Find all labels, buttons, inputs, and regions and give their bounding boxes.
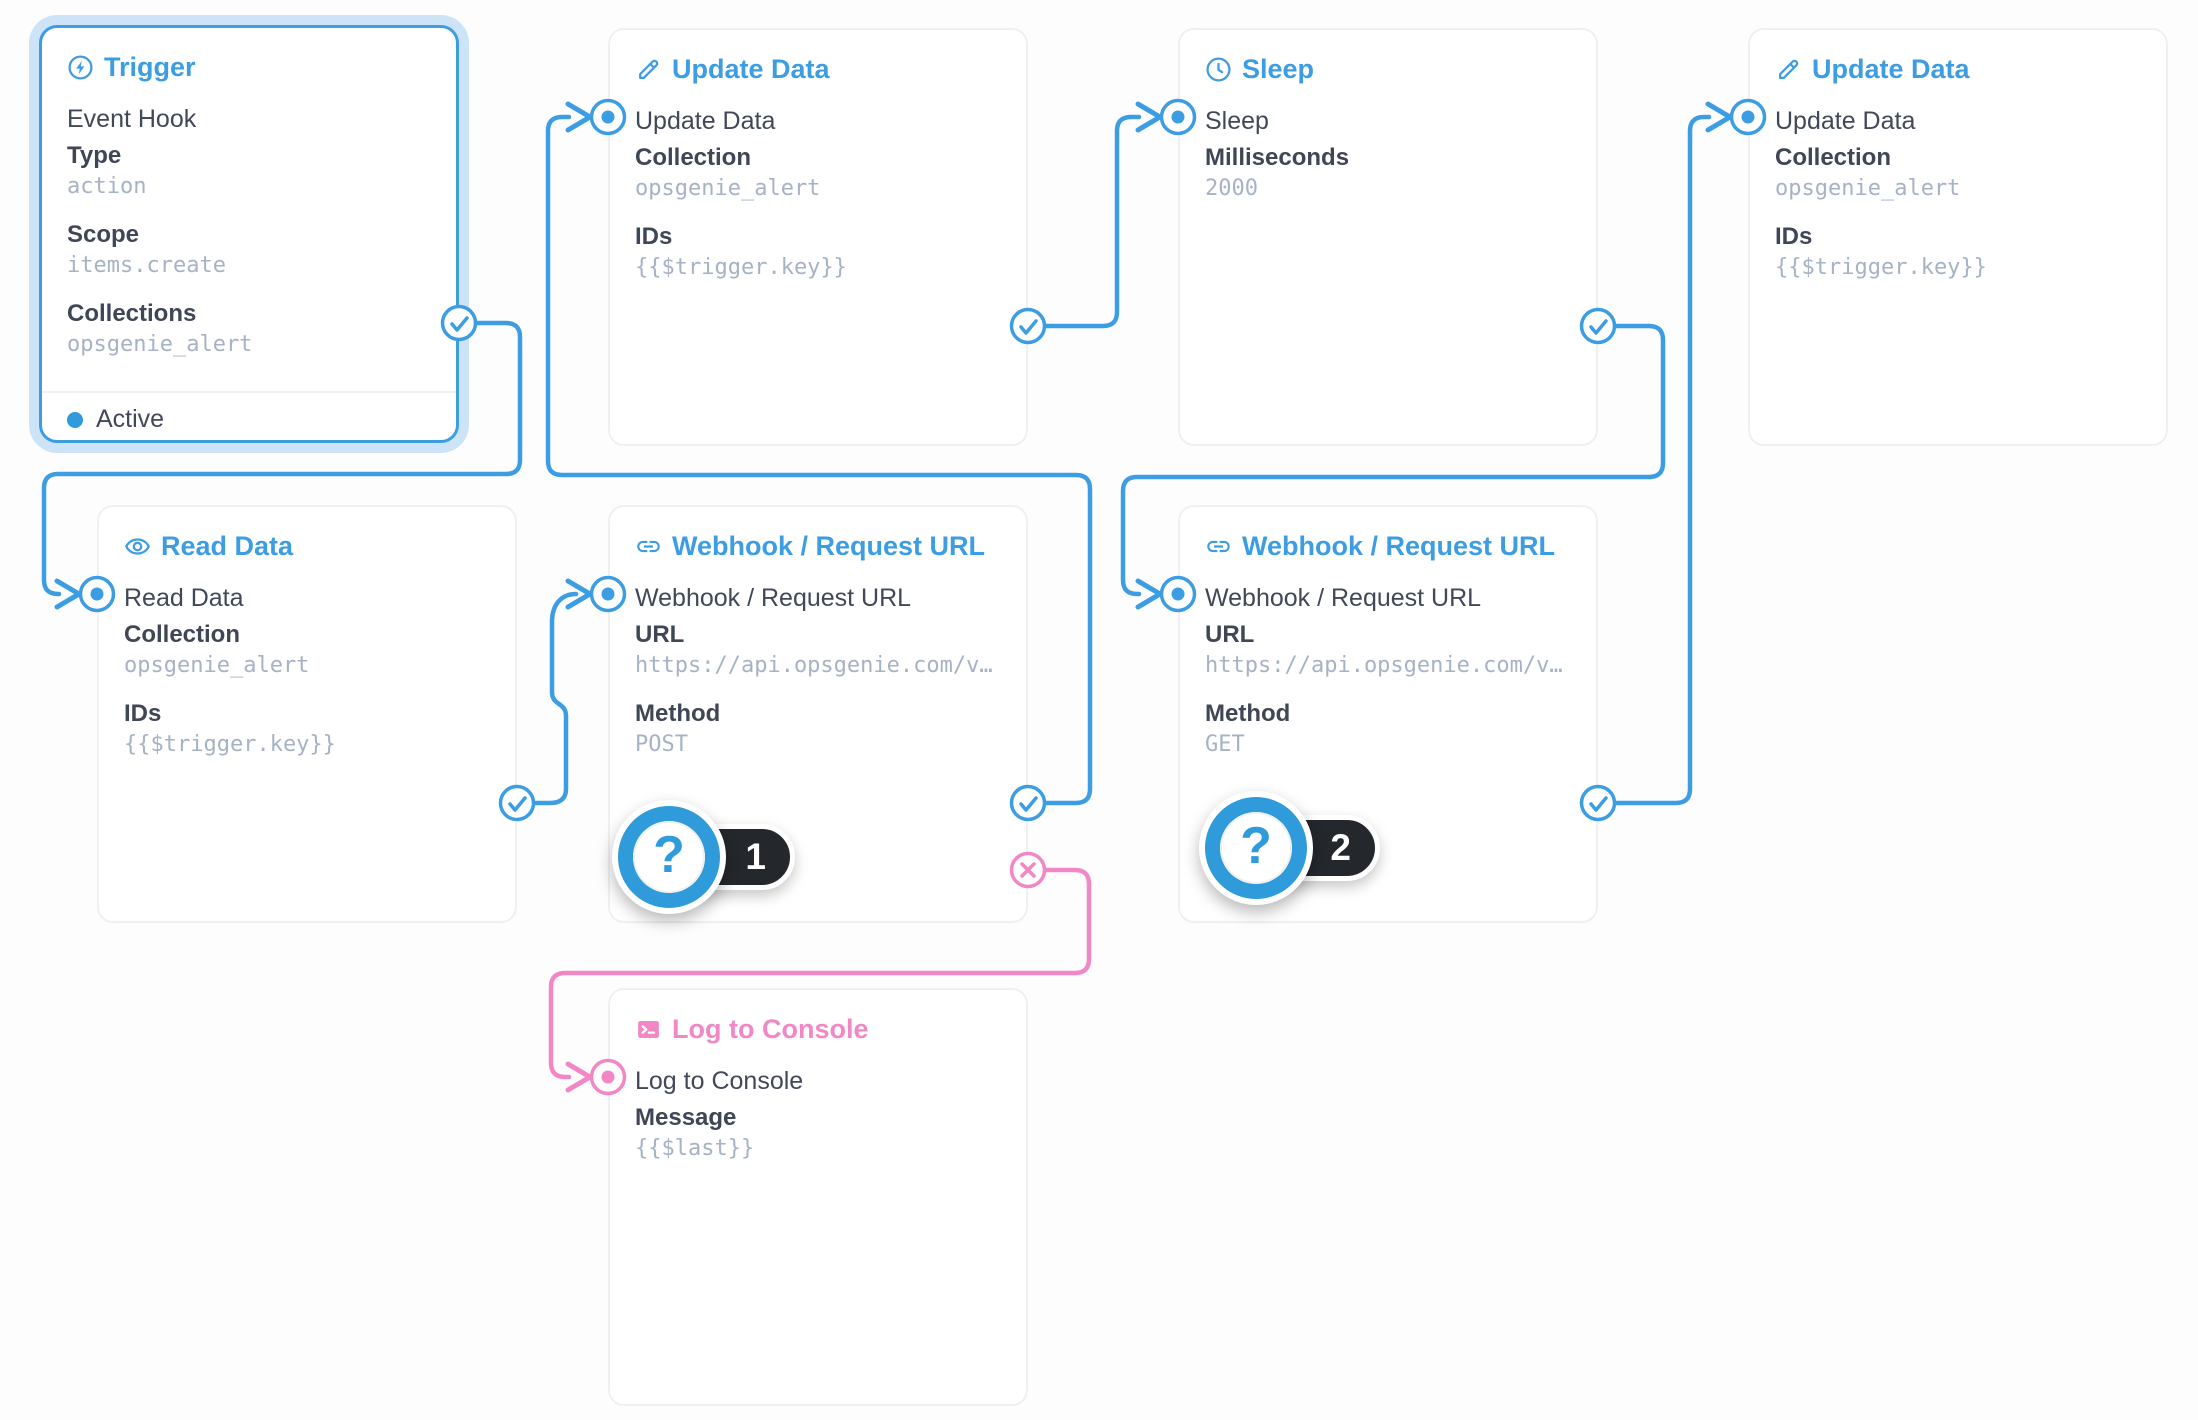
- trigger-type: Event Hook: [67, 105, 197, 133]
- arrowhead-update-data-2-input: [1705, 101, 1733, 133]
- node-read-data[interactable]: Read Data Read Data Collection opsgenie_…: [97, 505, 517, 923]
- webhook-2-header: Webhook / Request URL: [1205, 531, 1555, 562]
- arrowhead-log-input: [565, 1061, 593, 1093]
- node-update-data-1[interactable]: Update Data Update Data Collection opsge…: [608, 28, 1028, 446]
- clock-icon: [1205, 56, 1232, 83]
- sleep-header: Sleep: [1205, 54, 1314, 85]
- edge-update-data-1-to-sleep: [1042, 114, 1142, 329]
- link-icon: [1205, 533, 1232, 560]
- node-title: Webhook / Request URL: [1242, 531, 1556, 561]
- field-collection: Collection opsgenie_alert: [635, 144, 821, 201]
- bolt-circle-icon: [67, 54, 94, 81]
- arrowhead-webhook-2-input: [1135, 578, 1163, 610]
- eye-icon: [124, 533, 151, 560]
- field-url: URL https://api.opsgenie.com/v…: [635, 621, 993, 678]
- field-ids: IDs {{$trigger.key}}: [635, 223, 847, 280]
- node-title: Trigger: [104, 52, 196, 82]
- trigger-header: Trigger: [67, 52, 196, 83]
- field-method: Method POST: [635, 700, 721, 757]
- pencil-icon: [1775, 56, 1802, 83]
- field-collections: Collections opsgenie_alert: [67, 300, 253, 357]
- active-dot-icon: [67, 411, 83, 428]
- badge-number: 1: [745, 836, 766, 877]
- log-to-console-header: Log to Console: [635, 1014, 868, 1045]
- link-icon: [635, 533, 662, 560]
- node-title: Update Data: [672, 54, 830, 84]
- node-title: Read Data: [161, 531, 294, 561]
- node-title: Webhook / Request URL: [672, 531, 986, 561]
- node-title: Log to Console: [672, 1014, 869, 1044]
- field-ids: IDs {{$trigger.key}}: [124, 700, 336, 757]
- field-scope: Scope items.create: [67, 221, 226, 278]
- arrowhead-update-data-1-input: [565, 101, 593, 133]
- field-ids: IDs {{$trigger.key}}: [1775, 223, 1987, 280]
- node-sleep[interactable]: Sleep Sleep Milliseconds 2000: [1178, 28, 1598, 446]
- field-milliseconds: Milliseconds 2000: [1205, 144, 1350, 201]
- terminal-icon: [635, 1016, 662, 1043]
- node-log-to-console[interactable]: Log to Console Log to Console Message {{…: [608, 988, 1028, 1406]
- question-badge-icon-2[interactable]: ?: [1199, 791, 1313, 905]
- node-update-data-2[interactable]: Update Data Update Data Collection opsge…: [1748, 28, 2168, 446]
- edge-read-data-to-webhook-1: [531, 591, 579, 806]
- field-url: URL https://api.opsgenie.com/v…: [1205, 621, 1563, 678]
- node-title: Sleep: [1242, 54, 1315, 84]
- node-trigger[interactable]: Trigger Event Hook Type action Scope ite…: [39, 25, 459, 443]
- question-badge-icon-1[interactable]: ?: [612, 800, 726, 914]
- arrowhead-sleep-input: [1135, 101, 1163, 133]
- field-collection: Collection opsgenie_alert: [1775, 144, 1961, 201]
- field-method: Method GET: [1205, 700, 1291, 757]
- field-collection: Collection opsgenie_alert: [124, 621, 310, 678]
- question-mark: ?: [633, 821, 705, 893]
- trigger-status: Active: [42, 391, 456, 446]
- status-label: Active: [96, 405, 165, 433]
- update-data-1-header: Update Data: [635, 54, 830, 85]
- node-title: Update Data: [1812, 54, 1970, 84]
- arrowhead-webhook-1-input: [565, 578, 593, 610]
- question-mark: ?: [1220, 812, 1292, 884]
- field-type: Type action: [67, 142, 147, 199]
- badge-number: 2: [1330, 827, 1351, 868]
- edge-webhook-2-to-update-data-2: [1612, 114, 1712, 806]
- update-data-2-header: Update Data: [1775, 54, 1970, 85]
- field-message: Message {{$last}}: [635, 1104, 755, 1161]
- read-data-header: Read Data: [124, 531, 293, 562]
- arrowhead-read-data-input: [54, 578, 82, 610]
- webhook-1-header: Webhook / Request URL: [635, 531, 985, 562]
- pencil-icon: [635, 56, 662, 83]
